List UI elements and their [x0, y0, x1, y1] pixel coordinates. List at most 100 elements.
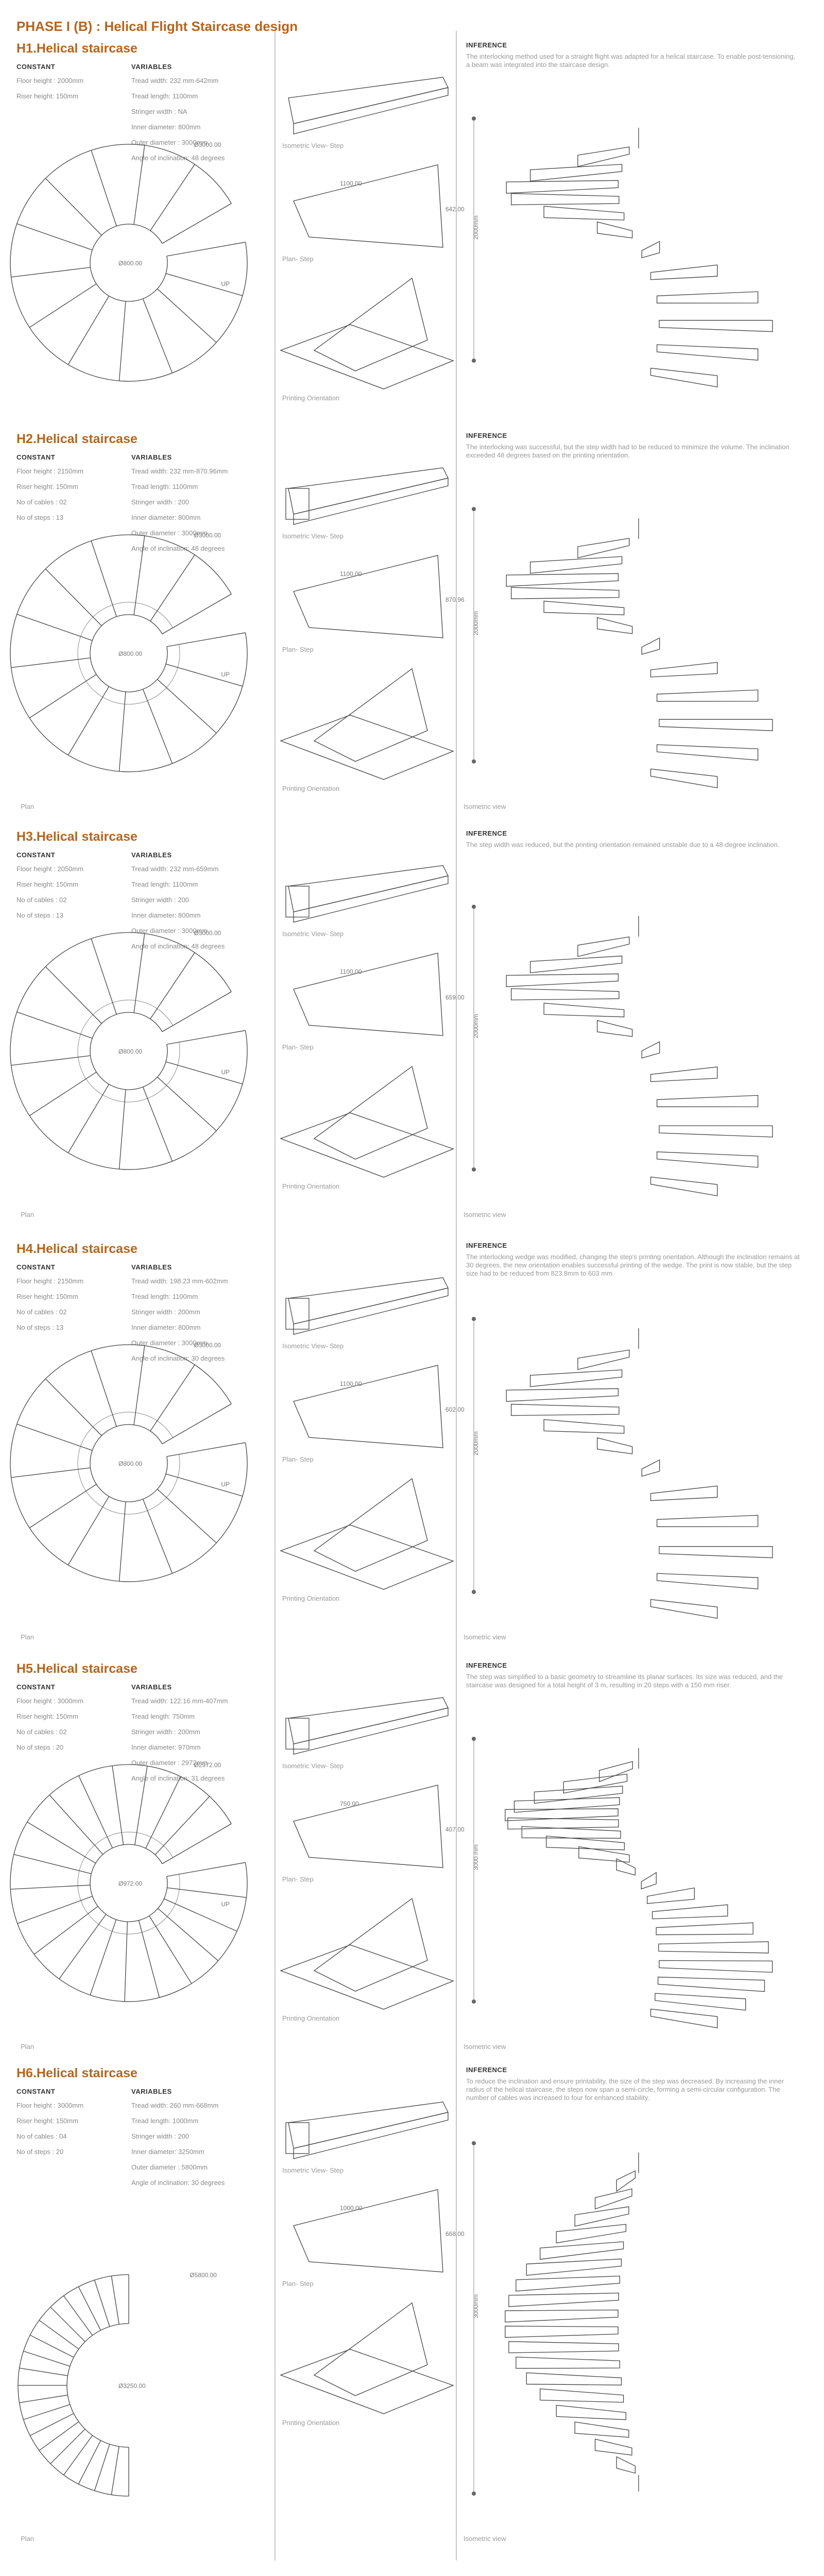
inner-arc	[90, 1012, 168, 1090]
constant-item: No of steps : 20	[16, 1743, 64, 1751]
iso-step	[508, 2341, 619, 2353]
variable-item: Outer diameter : 3000mm	[131, 139, 208, 146]
iso-step	[513, 1797, 620, 1813]
step-line	[78, 2440, 101, 2484]
iso-step	[655, 1993, 746, 2011]
step-line	[90, 1919, 117, 1995]
iso-step	[577, 538, 630, 558]
constant-item: No of cables : 04	[16, 2132, 67, 2140]
step-line	[165, 1473, 243, 1497]
height-dim-end	[472, 905, 476, 909]
step-line	[162, 1403, 232, 1445]
iso-step	[650, 1485, 718, 1501]
step-line	[142, 298, 173, 374]
step-line	[91, 1350, 117, 1427]
isometric-view: 2000mm	[472, 116, 773, 387]
step-line	[19, 2367, 68, 2376]
print-step	[313, 2302, 428, 2396]
variable-item: Tread width: 122.16 mm-407mm	[131, 1697, 228, 1705]
step-width-dim: 870.96	[445, 596, 465, 603]
constant-item: Riser height: 150mm	[16, 880, 78, 888]
step-line	[142, 1087, 173, 1162]
variable-item: Stringer width : 200	[131, 896, 190, 904]
iso-step	[511, 587, 620, 599]
variable-item: Outer diameter : 2972mm	[131, 1759, 208, 1767]
plan-step-shape	[293, 2189, 443, 2273]
step-line	[29, 283, 97, 328]
iso-step-caption: Isometric View- Step	[282, 2166, 344, 2174]
iso-step	[641, 241, 660, 259]
outer-diameter-label: Ø5800.00	[190, 2272, 217, 2279]
print-bed	[280, 2349, 454, 2414]
inference-text: To reduce the inclination and ensure pri…	[466, 2077, 784, 2102]
iso-step	[574, 2206, 629, 2227]
inference-text: The interlocking wedge was modified, cha…	[466, 1253, 800, 1277]
step-line	[29, 1072, 97, 1116]
stringer-arc	[77, 999, 180, 1103]
iso-step-front	[293, 2112, 449, 2159]
step-line	[78, 1775, 113, 1849]
variable-item: Tread width: 260 mm-668mm	[131, 2102, 219, 2109]
up-label: UP	[221, 1069, 230, 1076]
iso-step	[543, 1419, 625, 1434]
height-dim-end	[472, 1317, 476, 1321]
print-step	[313, 1897, 428, 1992]
iso-step	[656, 1095, 759, 1107]
constant-item: No of cables : 02	[16, 896, 67, 904]
step-line	[23, 2350, 71, 2367]
column-divider-left	[274, 31, 276, 2561]
variable-item: Tread width: 232 mm-870.96mm	[131, 467, 228, 475]
iso-step-front	[293, 1707, 449, 1755]
step-line	[162, 594, 232, 635]
variable-item: Tread width: 198.23 mm-602mm	[131, 1277, 228, 1285]
height-dim-label: 2000mm	[472, 1431, 479, 1455]
step-width-dim: 668.00	[445, 2230, 465, 2238]
variables-heading: VARIABLES	[131, 63, 172, 71]
column-divider-right	[456, 31, 457, 2561]
iso-step	[543, 1003, 625, 1018]
constant-item: No of cables : 02	[16, 1308, 67, 1316]
iso-step	[507, 1817, 619, 1830]
constant-item: Floor height : 3000mm	[16, 2102, 84, 2109]
iso-step	[650, 1066, 718, 1082]
iso-step	[650, 2008, 718, 2028]
plan-step-caption: Plan- Step	[282, 1455, 314, 1463]
iso-step	[556, 2224, 627, 2244]
step-line	[149, 1916, 192, 1984]
section-title: H3.Helical staircase	[16, 829, 138, 844]
inner-diameter-label: Ø800.00	[118, 1460, 142, 1467]
constant-item: Riser height: 150mm	[16, 1293, 78, 1300]
iso-step-caption: Isometric View- Step	[282, 1762, 344, 1770]
iso-view-caption: Isometric view	[464, 1633, 506, 1641]
step-line	[91, 150, 117, 227]
section-title: H2.Helical staircase	[16, 432, 138, 446]
step-length-dim: 1100.00	[340, 1380, 362, 1387]
plan-caption: Plan	[21, 803, 35, 810]
iso-step-stringer	[285, 1298, 310, 1330]
variable-item: Stringer width : NA	[131, 108, 187, 115]
iso-step	[526, 2372, 622, 2386]
iso-step	[511, 1403, 620, 1416]
section-title: H4.Helical staircase	[16, 1242, 138, 1256]
stringer-arc	[77, 1412, 180, 1515]
iso-step-front	[293, 478, 449, 525]
step-line	[118, 1089, 126, 1170]
variables-heading: VARIABLES	[131, 1263, 172, 1271]
step-line	[39, 2421, 79, 2451]
step-line	[166, 242, 246, 257]
iso-step	[556, 2404, 627, 2420]
iso-step-caption: Isometric View- Step	[282, 1342, 344, 1350]
iso-step	[641, 1459, 660, 1477]
step-line	[67, 686, 110, 755]
constant-item: No of cables : 02	[16, 1728, 67, 1736]
step-line	[133, 145, 145, 225]
step-line	[45, 966, 102, 1024]
